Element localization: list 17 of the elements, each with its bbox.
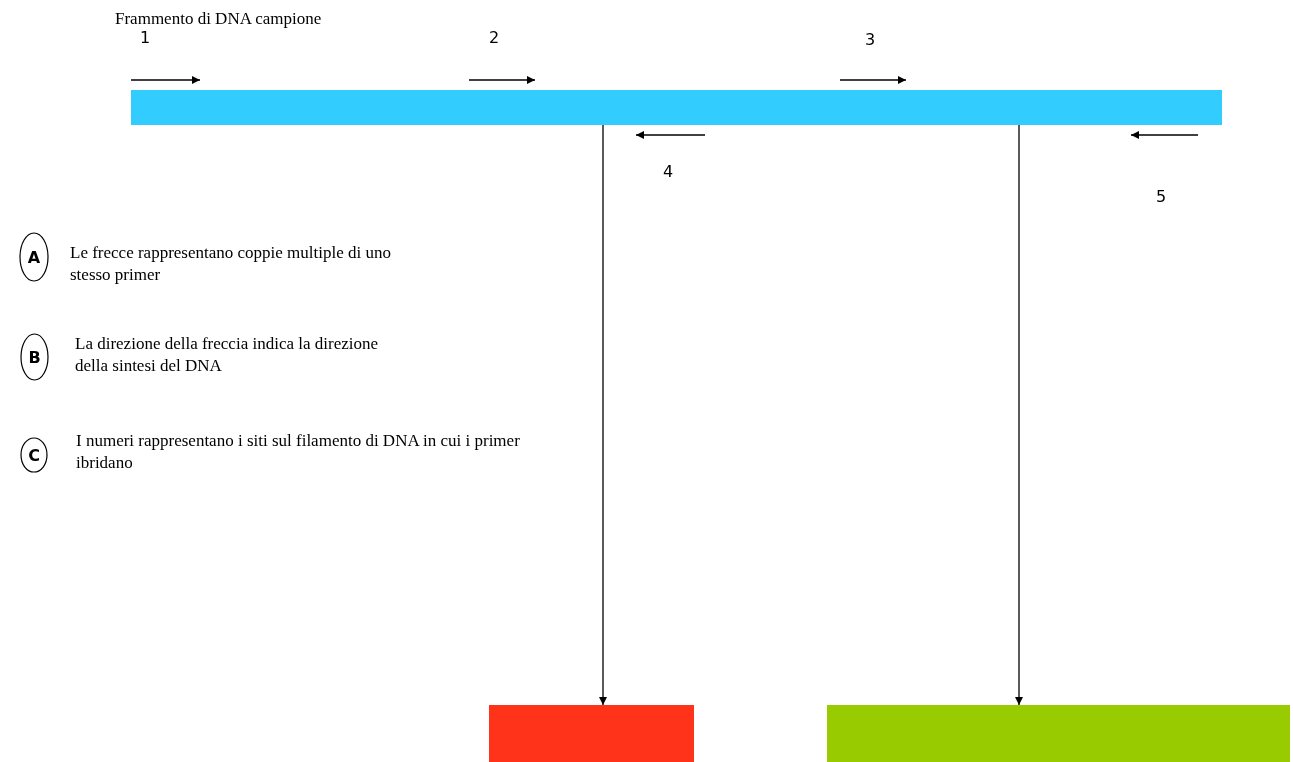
letter-circle: B <box>20 333 49 381</box>
note-text: Le frecce rappresentano coppie multiple di uno stesso primer <box>70 242 392 286</box>
note-text: La direzione della freccia indica la direzione della sintesi del DNA <box>75 333 379 377</box>
dna-strand-bar <box>131 90 1222 125</box>
note-text: I numeri rappresentano i siti sul filamento di DNA in cui i primer ibridano <box>76 430 521 474</box>
letter-circle: A <box>19 232 49 282</box>
site-number: 5 <box>1156 187 1167 206</box>
arrow <box>599 124 607 706</box>
site-number: 3 <box>865 30 876 49</box>
site-number: 2 <box>489 28 500 47</box>
letter-circle: C <box>20 437 48 473</box>
arrow <box>1015 124 1023 706</box>
result-bar <box>827 705 1290 762</box>
result-bar <box>489 705 694 762</box>
heading: Frammento di DNA campione <box>115 8 322 30</box>
site-number: 1 <box>140 28 151 47</box>
site-number: 4 <box>663 162 674 181</box>
